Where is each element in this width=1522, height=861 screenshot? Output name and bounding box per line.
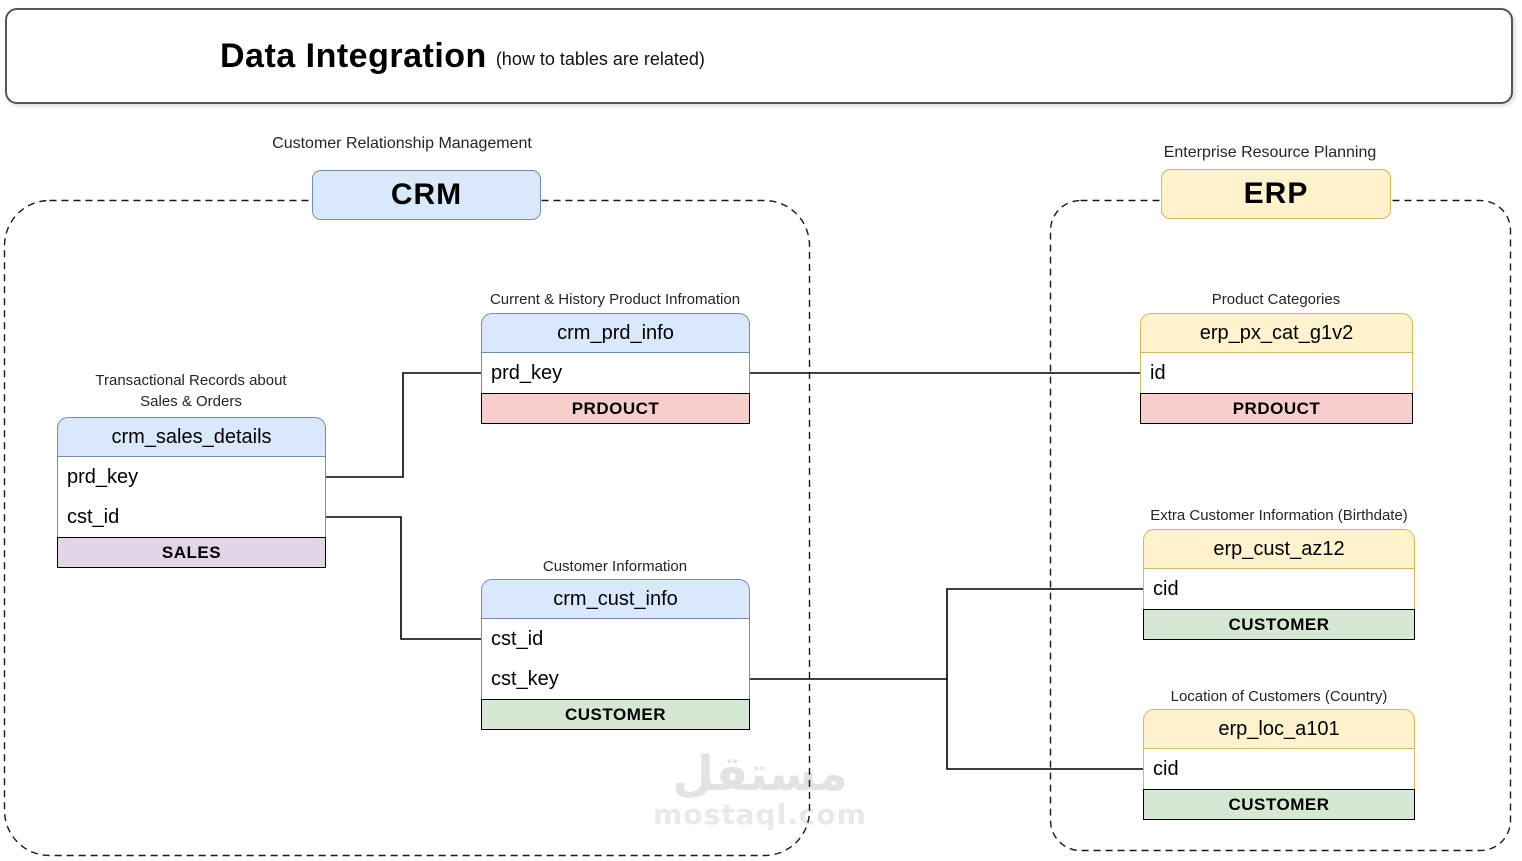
table-name: crm_cust_info xyxy=(481,579,750,619)
table-caption-crm-prd-info: Current & History Product Infromation xyxy=(489,291,741,308)
table-erp-loc-a101: erp_loc_a101 cid CUSTOMER xyxy=(1143,709,1415,820)
table-footer-badge: PRDOUCT xyxy=(1140,393,1413,424)
table-field-list: cid xyxy=(1143,569,1415,609)
table-field: id xyxy=(1150,361,1166,384)
table-field-list: prd_key xyxy=(481,353,750,393)
crm-group-container xyxy=(3,199,811,857)
erp-group-caption: Enterprise Resource Planning xyxy=(1163,144,1377,161)
table-field-list: id xyxy=(1140,353,1413,393)
table-name: erp_loc_a101 xyxy=(1143,709,1415,749)
table-caption-erp-cust-az12: Extra Customer Information (Birthdate) xyxy=(1150,507,1408,524)
table-crm-sales-details: crm_sales_details prd_key cst_id SALES xyxy=(57,417,326,568)
page-title: Data Integration xyxy=(220,36,487,75)
erp-group-container xyxy=(1049,199,1512,852)
table-caption-erp-px-cat-g1v2: Product Categories xyxy=(1211,291,1341,308)
table-name: erp_cust_az12 xyxy=(1143,529,1415,569)
table-field: cid xyxy=(1153,757,1179,780)
table-footer-badge: CUSTOMER xyxy=(481,699,750,730)
page-subtitle: (how to tables are related) xyxy=(495,48,705,69)
crm-group-label: CRM xyxy=(312,170,541,220)
connector-sales-prdkey-to-prdinfo xyxy=(326,372,481,478)
crm-group-caption: Customer Relationship Management xyxy=(272,135,532,152)
table-field: cst_id xyxy=(67,505,120,528)
table-crm-prd-info: crm_prd_info prd_key PRDOUCT xyxy=(481,313,750,424)
erp-group-label: ERP xyxy=(1161,169,1391,219)
table-field: cid xyxy=(1153,577,1179,600)
table-name: erp_px_cat_g1v2 xyxy=(1140,313,1413,353)
table-name: crm_prd_info xyxy=(481,313,750,353)
table-field-list: cid xyxy=(1143,749,1415,789)
table-erp-cust-az12: erp_cust_az12 cid CUSTOMER xyxy=(1143,529,1415,640)
table-caption-crm-cust-info: Customer Information xyxy=(542,558,688,575)
table-field: prd_key xyxy=(491,361,563,384)
table-footer-badge: PRDOUCT xyxy=(481,393,750,424)
table-caption-crm-sales-details: Transactional Records about Sales & Orde… xyxy=(95,372,287,410)
title-bar: Data Integration (how to tables are rela… xyxy=(5,8,1513,104)
connector-custinfo-to-custaz12 xyxy=(750,588,1143,680)
table-field: prd_key xyxy=(67,465,139,488)
table-footer-badge: CUSTOMER xyxy=(1143,789,1415,820)
connector-custinfo-to-loca101 xyxy=(946,679,1143,770)
table-field: cst_id xyxy=(491,627,544,650)
table-footer-badge: CUSTOMER xyxy=(1143,609,1415,640)
table-footer-badge: SALES xyxy=(57,537,326,568)
table-field-list: prd_key cst_id xyxy=(57,457,326,537)
table-crm-cust-info: crm_cust_info cst_id cst_key CUSTOMER xyxy=(481,579,750,730)
connector-sales-cstid-to-custinfo xyxy=(326,516,481,640)
table-caption-erp-loc-a101: Location of Customers (Country) xyxy=(1170,688,1388,705)
table-name: crm_sales_details xyxy=(57,417,326,457)
table-field-list: cst_id cst_key xyxy=(481,619,750,699)
table-field: cst_key xyxy=(491,667,559,690)
table-erp-px-cat-g1v2: erp_px_cat_g1v2 id PRDOUCT xyxy=(1140,313,1413,424)
